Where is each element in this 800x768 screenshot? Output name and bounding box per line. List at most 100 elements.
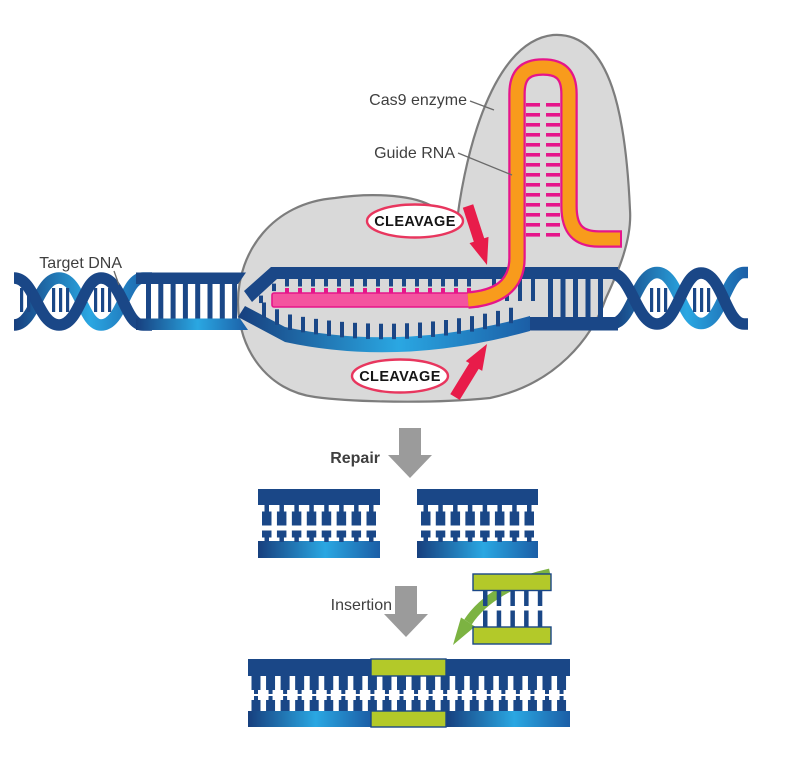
dna-rung [353, 700, 363, 711]
dna-rung [309, 537, 314, 542]
dna-backbone-top [244, 267, 618, 302]
dna-rung [283, 690, 288, 694]
dna-rung [457, 690, 462, 694]
dna-rung [557, 700, 567, 711]
dna-rung [423, 504, 428, 512]
dna-rung [59, 288, 63, 312]
dna-rung [498, 700, 508, 711]
rna-rung [546, 183, 560, 187]
cleavage-upper-label: CLEAVAGE [374, 214, 456, 230]
dna-rung [531, 279, 535, 301]
dna-rung [324, 288, 328, 294]
dna-rung [435, 511, 446, 526]
cleavage-badge [365, 203, 465, 239]
dna-rung [483, 610, 488, 628]
dna-rung [513, 700, 523, 711]
dna-rung [524, 590, 529, 606]
target-dna-helix-left [12, 272, 152, 331]
dna-rung [480, 511, 490, 526]
dna-rung [336, 530, 347, 538]
dna-backbone-bottom-strand [238, 306, 530, 353]
rna-rung [546, 143, 560, 147]
dna-rung [537, 610, 543, 628]
dna-rung [512, 504, 517, 512]
guide-rna-scaffold [467, 60, 620, 307]
dna-backbone [417, 541, 538, 558]
dna-rung [170, 283, 176, 319]
dna-rung [324, 537, 329, 542]
dna-rung [268, 696, 273, 700]
rna-rung [546, 223, 560, 227]
dna-rung [414, 696, 419, 700]
dna-rung [27, 288, 31, 312]
dna-rung [337, 288, 341, 294]
rna-rung [526, 183, 540, 187]
dna-rung [530, 690, 535, 694]
dna-rung [219, 283, 225, 319]
dna-rung [560, 279, 566, 317]
dna-rung [276, 511, 287, 526]
dna-rung [513, 676, 523, 690]
dna-rung [285, 288, 289, 294]
dna-rung [440, 700, 450, 711]
inserted-gene-backbone [370, 710, 447, 728]
insertion-curved-arrow-head-icon [453, 617, 475, 645]
dna-rung [454, 279, 458, 287]
dna-rung [324, 676, 334, 690]
dna-rung [418, 322, 422, 339]
insert-dna-fragment [472, 573, 552, 645]
dna-rung [486, 696, 491, 700]
dna-rung [483, 590, 488, 606]
rna-rung [546, 123, 560, 127]
dna-rung [501, 690, 506, 694]
dna-backbone [446, 711, 570, 727]
dna-rung [707, 288, 711, 312]
dna-rung [438, 504, 443, 512]
dna-rung [363, 279, 367, 287]
dna-rung [66, 288, 70, 312]
dna-rung [251, 676, 261, 690]
dna-rung [354, 504, 359, 512]
rna-rung [526, 233, 540, 237]
dna-rung [415, 279, 419, 287]
dna-rung [353, 676, 363, 690]
insert-backbone-top [472, 573, 552, 592]
dna-rung [402, 288, 406, 294]
dna-backbone [258, 489, 380, 505]
dna-rung [585, 279, 591, 317]
helix-rungs [650, 288, 711, 312]
dna-rung [480, 530, 490, 538]
rna-hairpin-rungs [526, 103, 560, 237]
dna-rung [382, 700, 392, 711]
dna-rung [294, 537, 299, 542]
dna-rung [306, 530, 317, 538]
repair-arrow-icon [399, 428, 421, 455]
dna-base-teeth [262, 302, 513, 340]
dna-rung [494, 530, 505, 538]
dna-rung [415, 288, 419, 294]
rna-rung [546, 153, 560, 157]
dna-rung [509, 307, 513, 324]
dna-strand [12, 272, 152, 331]
dna-rung [350, 279, 354, 287]
rna-rung [526, 103, 540, 107]
dna-rung [557, 676, 567, 690]
dna-rung [467, 537, 473, 542]
dna-rung [472, 696, 477, 700]
dna-rung [309, 676, 319, 690]
dna-rung [498, 676, 508, 690]
dna-rung [457, 318, 461, 334]
insertion-label: Insertion [331, 597, 392, 614]
dna-rung [428, 696, 433, 700]
dna-rung [369, 504, 374, 512]
dna-rung [421, 511, 431, 526]
dna-rung [339, 537, 344, 542]
dna-rung [254, 696, 258, 700]
dna-rung [515, 690, 520, 694]
cleavage-arrow-up-icon [450, 344, 487, 400]
dna-rung [450, 530, 461, 538]
dna-rung [494, 511, 505, 526]
dna-rung [411, 676, 421, 690]
dna-rung [259, 295, 263, 304]
rna-rung [526, 203, 540, 207]
